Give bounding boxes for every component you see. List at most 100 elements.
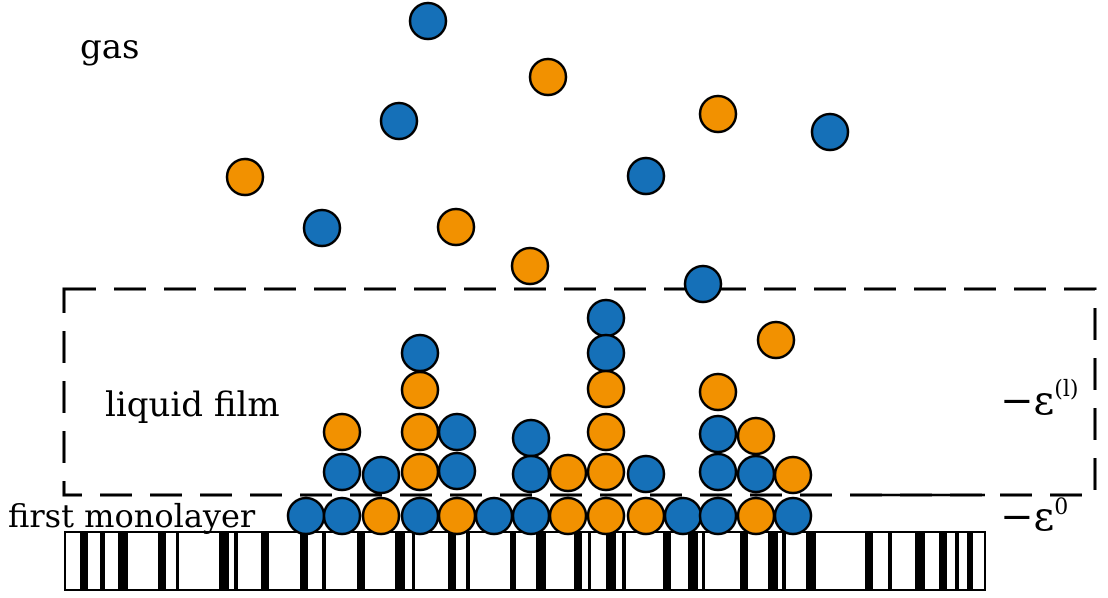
substrate-stripe [158,533,166,589]
blue-particle-mono [663,496,703,536]
substrate-stripe [740,533,748,589]
blue-particle-film [511,418,551,458]
orange-particle-film [400,370,440,410]
substrate-stripe [663,533,671,589]
blue-particle-gas [408,1,448,41]
energy-monolayer-superscript: 0 [1054,495,1068,520]
substrate-stripe [865,533,873,589]
blue-particle-gas [586,333,626,373]
orange-particle-film [698,372,738,412]
substrate-stripe [806,533,816,589]
substrate-stripe [466,533,470,589]
orange-particle-film [586,452,626,492]
blue-particle-gas [626,156,666,196]
blue-particle-gas [810,112,850,152]
blue-particle-film [626,454,666,494]
orange-particle-gas [698,94,738,134]
blue-particle-film [698,414,738,454]
blue-particle-mono [773,496,813,536]
substrate-stripe [395,533,405,589]
blue-particle-mono [322,496,362,536]
orange-particle-film [322,412,362,452]
substrate-stripe [536,533,546,589]
orange-particle-gas [436,207,476,247]
substrate-stripe [588,533,591,589]
substrate-stripe [234,533,238,589]
substrate-stripe [412,533,415,589]
blue-particle-gas [400,333,440,373]
substrate-stripe [261,533,269,589]
energy-liquid-superscript: (l) [1054,377,1078,402]
blue-particle-film [437,412,477,452]
substrate-stripe [915,533,925,589]
substrate-stripe [888,533,892,589]
substrate-stripe [782,533,786,589]
substrate-stripe [967,533,973,589]
orange-particle-film [773,455,813,495]
substrate-stripe [510,533,516,589]
energy-liquid-label: −ε(l) [1000,377,1078,424]
liquid-film-label: liquid film [105,385,280,425]
blue-particle-film [437,451,477,491]
substrate-stripe [606,533,616,589]
orange-particle-mono [586,496,626,536]
orange-particle-mono [437,496,477,536]
substrate-stripe [100,533,105,589]
blue-particle-gas [379,101,419,141]
orange-particle-gas [528,57,568,97]
blue-particle-mono [286,496,326,536]
blue-particle-film [736,454,776,494]
first-monolayer-label: first monolayer [8,497,256,535]
substrate-stripe [955,533,959,589]
blue-particle-film [698,452,738,492]
blue-particle-film [361,455,401,495]
orange-particle-film [586,412,626,452]
substrate-stripe [768,533,778,589]
substrate-stripe [939,533,947,589]
orange-particle-film [586,369,626,409]
blue-particle-gas [302,208,342,248]
substrate-outline [64,531,986,591]
substrate-stripe [574,533,582,589]
orange-particle-mono [548,496,588,536]
substrate-stripe [118,533,128,589]
blue-particle-gas [683,264,723,304]
energy-monolayer-symbol: −ε [1000,494,1054,540]
orange-particle-film [736,416,776,456]
substrate-stripe [702,533,705,589]
substrate-stripe [322,533,326,589]
blue-particle-film [511,454,551,494]
energy-monolayer-label: −ε0 [1000,494,1068,540]
particles [225,1,850,536]
blue-particle-film [322,452,362,492]
orange-particle-film [400,452,440,492]
substrate-stripe [622,533,626,589]
substrate-stripe [80,533,88,589]
substrate-stripe [688,533,698,589]
orange-particle-gas [510,246,550,286]
substrate-stripe [219,533,229,589]
substrate-stripes [80,533,973,589]
substrate-stripe [300,533,308,589]
orange-particle-mono [626,496,666,536]
substrate [64,531,986,591]
blue-particle-mono [698,496,738,536]
liquid-film-region [62,287,1097,497]
substrate-stripe [176,533,179,589]
orange-particle-mono [361,496,401,536]
gas-label: gas [80,27,139,67]
orange-particle-film [548,453,588,493]
substrate-stripe [448,533,456,589]
orange-particle-film [400,412,440,452]
blue-particle-mono [400,496,440,536]
orange-particle-mono [736,496,776,536]
orange-particle-gas [756,320,796,360]
substrate-stripe [357,533,365,589]
blue-particle-gas [586,298,626,338]
energy-liquid-symbol: −ε [1000,378,1054,424]
blue-particle-mono [511,496,551,536]
orange-particle-gas [225,157,265,197]
blue-particle-mono [474,496,514,536]
